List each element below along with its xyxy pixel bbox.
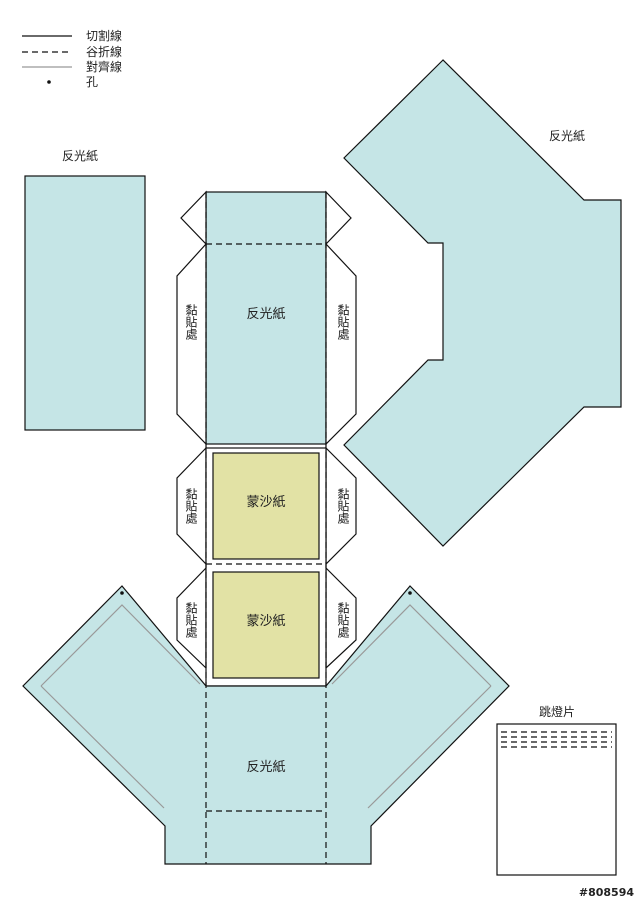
right-reflector-panel: 反光紙: [343, 59, 622, 547]
glue-label-lower-left: 黏貼處: [184, 602, 198, 638]
frosted-label-upper: 蒙沙紙: [246, 495, 285, 510]
right-reflector-shape: [343, 59, 622, 547]
glue-label-upper-left: 黏貼處: [184, 304, 198, 340]
legend-cut-line-label: 切割線: [86, 28, 122, 43]
glue-tab-upper-left: [176, 242, 207, 446]
right-wing-align-guide: [331, 604, 492, 687]
legend-valley-fold-label: 谷折線: [86, 44, 122, 59]
watermark: #808594: [579, 886, 634, 899]
top-right-flap: [325, 190, 352, 246]
left-hole: [120, 591, 124, 595]
legend-align-line-label: 對齊線: [86, 59, 122, 74]
right-wing-align-guide-lower: [367, 685, 492, 809]
central-net: 反光紙 蒙沙紙 蒙沙紙 反光紙 黏貼處 黏貼處 黏貼處 黏貼處 黏貼處 黏貼處: [22, 190, 510, 865]
frosted-panel-lower: [212, 571, 320, 679]
left-reflector-panel: 反光紙: [24, 148, 146, 431]
legend: 切割線 谷折線 對齊線 孔: [22, 28, 122, 89]
glue-label-upper-right: 黏貼處: [336, 304, 350, 340]
right-reflector-label: 反光紙: [549, 128, 585, 143]
glue-label-middle-left: 黏貼處: [184, 488, 198, 524]
top-reflector-panel: [205, 191, 327, 445]
jumper-piece: 跳燈片: [496, 704, 617, 876]
frosted-label-lower: 蒙沙紙: [246, 614, 285, 629]
right-hole: [408, 591, 412, 595]
glue-label-lower-right: 黏貼處: [336, 602, 350, 638]
bottom-reflector-panel: [22, 585, 510, 865]
frosted-panel-upper: [212, 452, 320, 560]
glue-label-middle-right: 黏貼處: [336, 488, 350, 524]
left-wing-align-guide: [40, 604, 201, 687]
left-reflector-label: 反光紙: [62, 148, 98, 163]
glue-tab-upper-right: [325, 242, 357, 446]
jumper-rect: [496, 723, 617, 876]
legend-hole-dot: [47, 80, 51, 84]
top-reflector-label: 反光紙: [246, 307, 285, 322]
legend-hole-label: 孔: [86, 75, 98, 89]
bottom-reflector-label: 反光紙: [246, 760, 285, 775]
top-left-flap: [180, 190, 207, 246]
left-reflector-rect: [24, 175, 146, 431]
left-wing-align-guide-lower: [40, 685, 165, 809]
jumper-label: 跳燈片: [539, 704, 575, 719]
